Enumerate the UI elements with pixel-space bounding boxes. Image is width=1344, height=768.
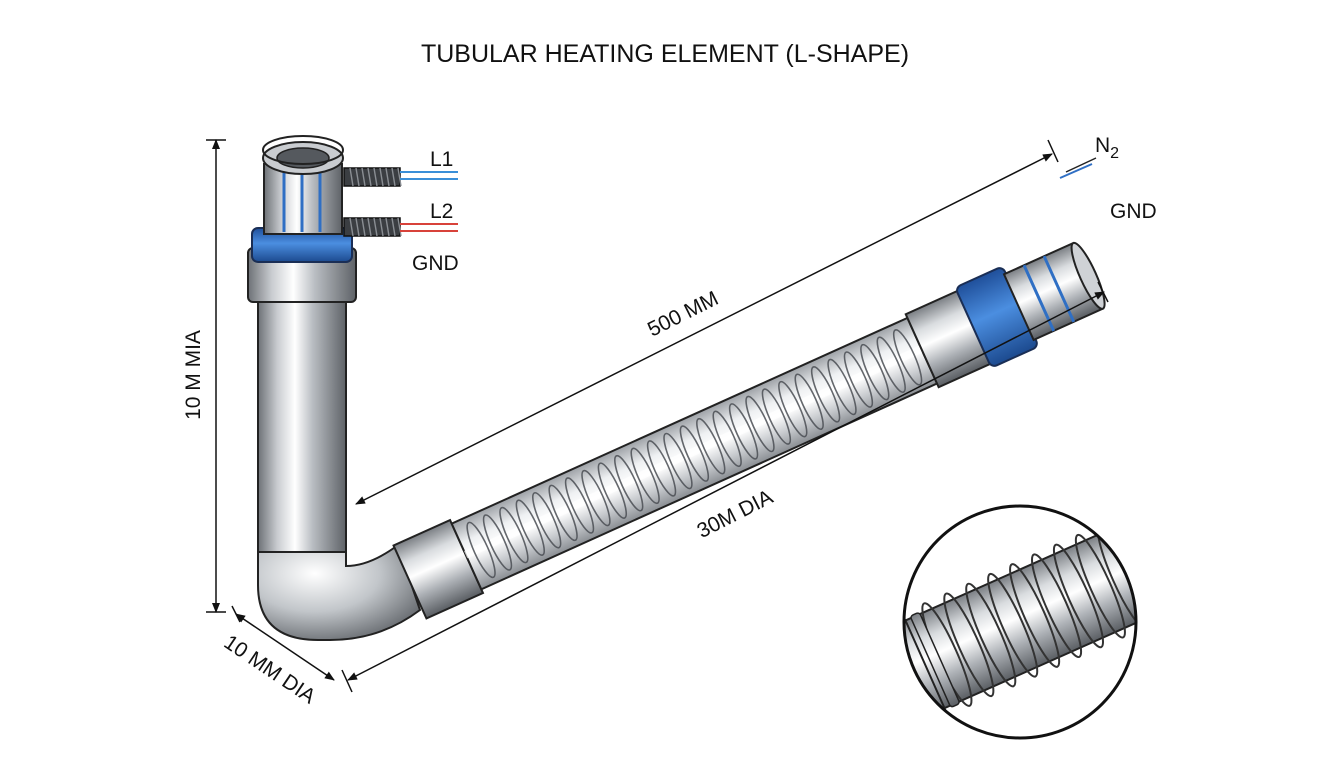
dim-dia-long	[347, 291, 1105, 681]
label-gnd-left: GND	[412, 252, 459, 275]
label-dia-long-dim: 30M DIA	[693, 485, 776, 543]
label-n2: N2	[1095, 134, 1119, 162]
label-gnd-right: GND	[1110, 200, 1157, 223]
label-vertical-dim: 10 M MIA	[182, 330, 205, 420]
terminal-stud-l1	[343, 167, 402, 187]
label-length-dim: 500 MM	[644, 287, 722, 342]
diagram-title: TUBULAR HEATING ELEMENT (L-SHAPE)	[421, 40, 909, 68]
wire-n2	[1065, 157, 1097, 173]
terminal-stud-l2	[343, 217, 402, 237]
terminal-studs	[343, 167, 402, 237]
lead-wires	[400, 157, 1097, 232]
label-dia-bend-dim: 10 MM DIA	[220, 631, 320, 709]
dim-dia-bend	[235, 613, 335, 681]
tube-bend	[257, 543, 422, 641]
top-fitting	[247, 135, 357, 303]
dimension-lines	[206, 139, 1109, 693]
vertical-leg	[257, 289, 347, 553]
label-l1: L1	[430, 148, 453, 171]
label-l2: L2	[430, 200, 453, 223]
detail-view	[902, 504, 1138, 740]
detail-circle-outline	[902, 504, 1138, 740]
